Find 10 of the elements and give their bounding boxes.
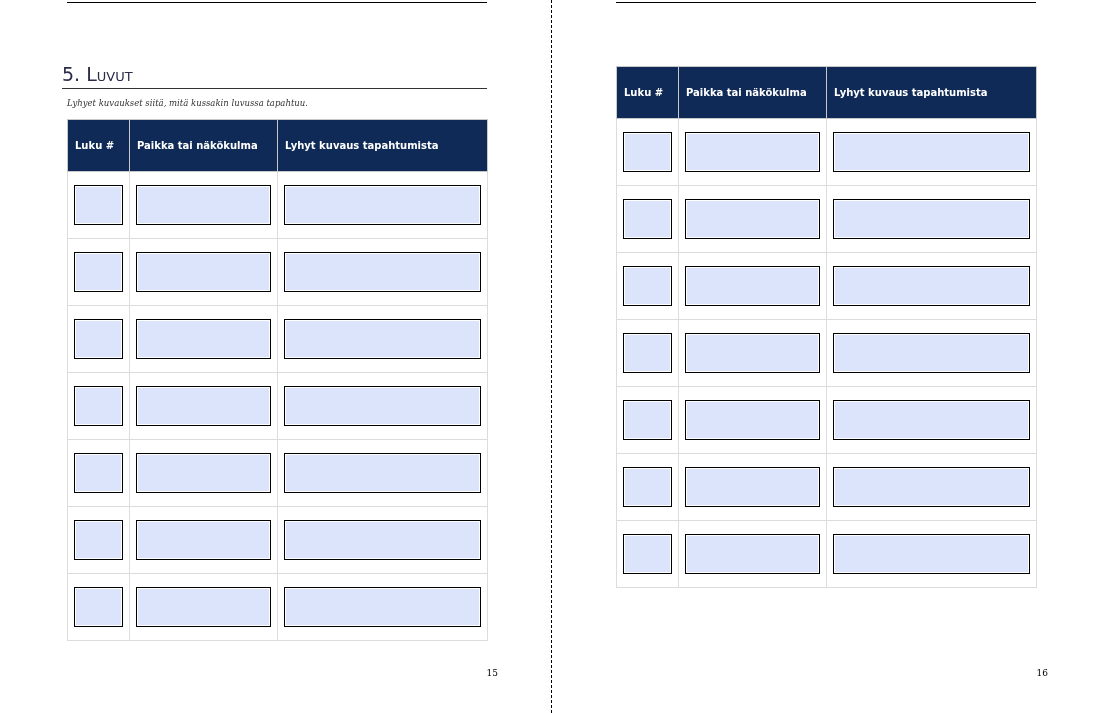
column-header: Luku # [616, 66, 679, 119]
column-header: Luku # [67, 119, 130, 172]
column-header: Paikka tai näkökulma [129, 119, 278, 172]
column-header: Paikka tai näkökulma [678, 66, 827, 119]
intro-text: Lyhyet kuvaukset siitä, mitä kussakin luvussa tapahtuu. [67, 98, 309, 110]
section-heading: 5. Luvut [62, 62, 487, 89]
column-header: Lyhyt kuvaus tapahtumista [826, 66, 1037, 119]
page-number: 16 [1035, 668, 1048, 680]
page-number: 15 [485, 668, 498, 680]
column-header: Lyhyt kuvaus tapahtumista [277, 119, 488, 172]
